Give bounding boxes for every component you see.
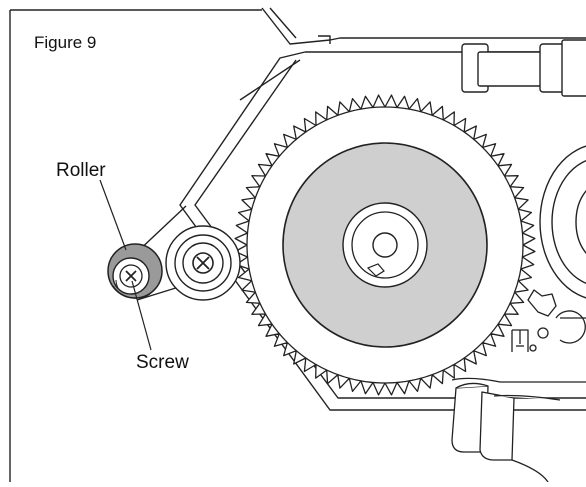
figure-title: Figure 9 — [34, 33, 97, 52]
hub-key — [366, 263, 385, 277]
idler-pulley — [117, 205, 241, 301]
roller-label: Roller — [56, 160, 106, 181]
screw-label: Screw — [136, 352, 189, 373]
cable-bundle — [451, 377, 586, 483]
hub-bore — [372, 232, 398, 258]
roller-part — [107, 243, 163, 299]
leader-lines — [99, 179, 152, 351]
right-roller — [539, 145, 586, 299]
latch-mechanism — [511, 289, 586, 352]
figure-frame — [9, 9, 262, 482]
latch-block — [461, 39, 586, 97]
gear-assembly — [234, 94, 536, 396]
